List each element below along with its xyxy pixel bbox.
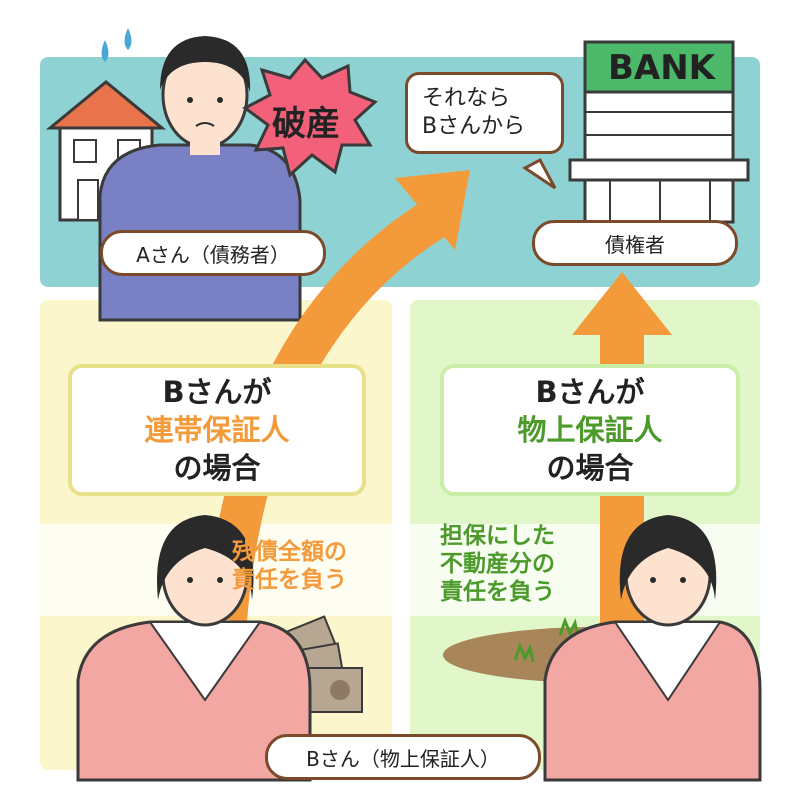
- joint-liability-arrowhead: [395, 170, 470, 250]
- bankruptcy-burst: [242, 57, 378, 178]
- debtor-label: Aさん（債務者）: [100, 230, 326, 276]
- real-note-line-2: 不動産分の: [440, 551, 555, 577]
- real-liability-arrowhead: [572, 272, 672, 335]
- joint-note-line-2: 責任を負う: [232, 567, 347, 593]
- joint-liability-note: 残債全額の 責任を負う: [232, 538, 347, 594]
- real-line-3: の場合: [546, 451, 634, 485]
- joint-guarantor-box: Bさんが 連帯保証人 の場合: [68, 364, 366, 496]
- speech-line-1: それなら: [422, 86, 511, 111]
- creditor-label: 債権者: [532, 220, 738, 266]
- bottom-guarantor-label: Bさん（物上保証人）: [265, 734, 541, 780]
- bank-icon: [568, 40, 750, 224]
- real-note-line-3: 責任を負う: [440, 579, 555, 605]
- guarantor-person-left-icon: [76, 515, 312, 782]
- real-line-2: 物上保証人: [517, 413, 663, 447]
- joint-line-1: Bさんが: [162, 375, 272, 409]
- real-line-1: Bさんが: [535, 375, 645, 409]
- bankruptcy-text: 破産: [272, 104, 340, 144]
- joint-line-3: の場合: [173, 451, 261, 485]
- creditor-speech-bubble: それなら Bさんから: [405, 72, 564, 154]
- joint-line-2: 連帯保証人: [144, 413, 290, 447]
- speech-line-2: Bさんから: [422, 114, 526, 139]
- real-note-line-1: 担保にした: [440, 523, 555, 549]
- joint-note-line-1: 残債全額の: [232, 539, 347, 565]
- guarantor-person-right-icon: [543, 515, 762, 782]
- real-liability-note: 担保にした 不動産分の 責任を負う: [440, 522, 555, 606]
- bank-sign-text: BANK: [608, 48, 716, 88]
- real-guarantor-box: Bさんが 物上保証人 の場合: [440, 364, 740, 496]
